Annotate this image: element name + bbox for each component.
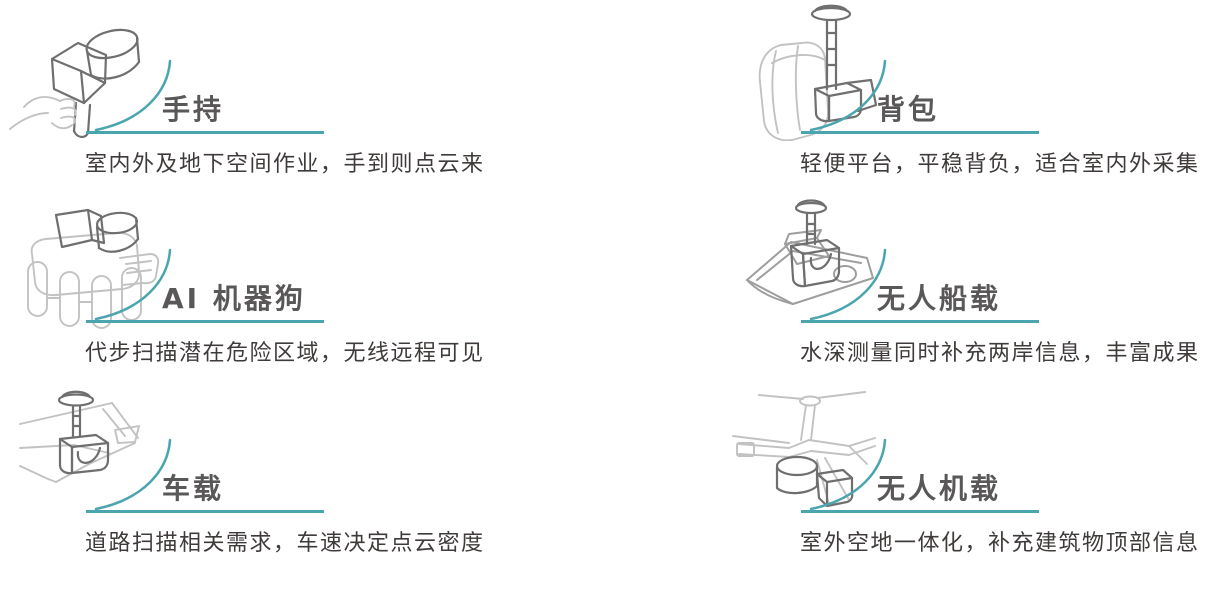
- section-title-backpack: 背包: [877, 93, 940, 126]
- section-title-handheld: 手持: [162, 93, 225, 126]
- section-description-robot-dog: 代步扫描潜在危险区域，无线远程可见: [85, 341, 485, 366]
- section-description-usv: 水深测量同时补充两岸信息，丰富成果: [800, 341, 1200, 366]
- usage-card-handheld: 手持 室内外及地下空间作业，手到则点云来: [8, 5, 510, 191]
- section-description-backpack: 轻便平台，平稳背负，适合室内外采集: [800, 152, 1200, 177]
- usage-card-vehicle: 车载 道路扫描相关需求，车速决定点云密度: [10, 384, 510, 570]
- section-title-robot-dog: AI 机器狗: [162, 282, 306, 315]
- handheld-scanner-illustration: [8, 11, 158, 146]
- section-title-uav: 无人机载: [877, 472, 1002, 505]
- usage-card-uav: 无人机载 室外空地一体化，补充建筑物顶部信息: [725, 384, 1225, 570]
- usage-card-robot-dog: AI 机器狗 代步扫描潜在危险区域，无线远程可见: [10, 194, 510, 380]
- section-title-vehicle: 车载: [162, 472, 225, 505]
- usage-card-backpack: 背包 轻便平台，平稳背负，适合室内外采集: [725, 4, 1225, 191]
- section-description-uav: 室外空地一体化，补充建筑物顶部信息: [800, 531, 1200, 556]
- accent-swoosh: [86, 59, 324, 134]
- accent-swoosh: [801, 59, 1039, 134]
- accent-swoosh: [86, 248, 324, 323]
- section-description-vehicle: 道路扫描相关需求，车速决定点云密度: [85, 531, 485, 556]
- section-description-handheld: 室内外及地下空间作业，手到则点云来: [85, 152, 485, 177]
- usage-card-usv: 无人船载 水深测量同时补充两岸信息，丰富成果: [725, 194, 1225, 380]
- accent-swoosh: [86, 438, 324, 513]
- accent-swoosh: [801, 248, 1039, 323]
- drone-scanner-illustration: [731, 388, 881, 510]
- accent-swoosh: [801, 438, 1039, 513]
- car-scanner-illustration: [18, 386, 158, 506]
- backpack-scanner-illustration: [743, 1, 878, 141]
- boat-scanner-illustration: [733, 196, 878, 321]
- section-title-usv: 无人船载: [877, 282, 1002, 315]
